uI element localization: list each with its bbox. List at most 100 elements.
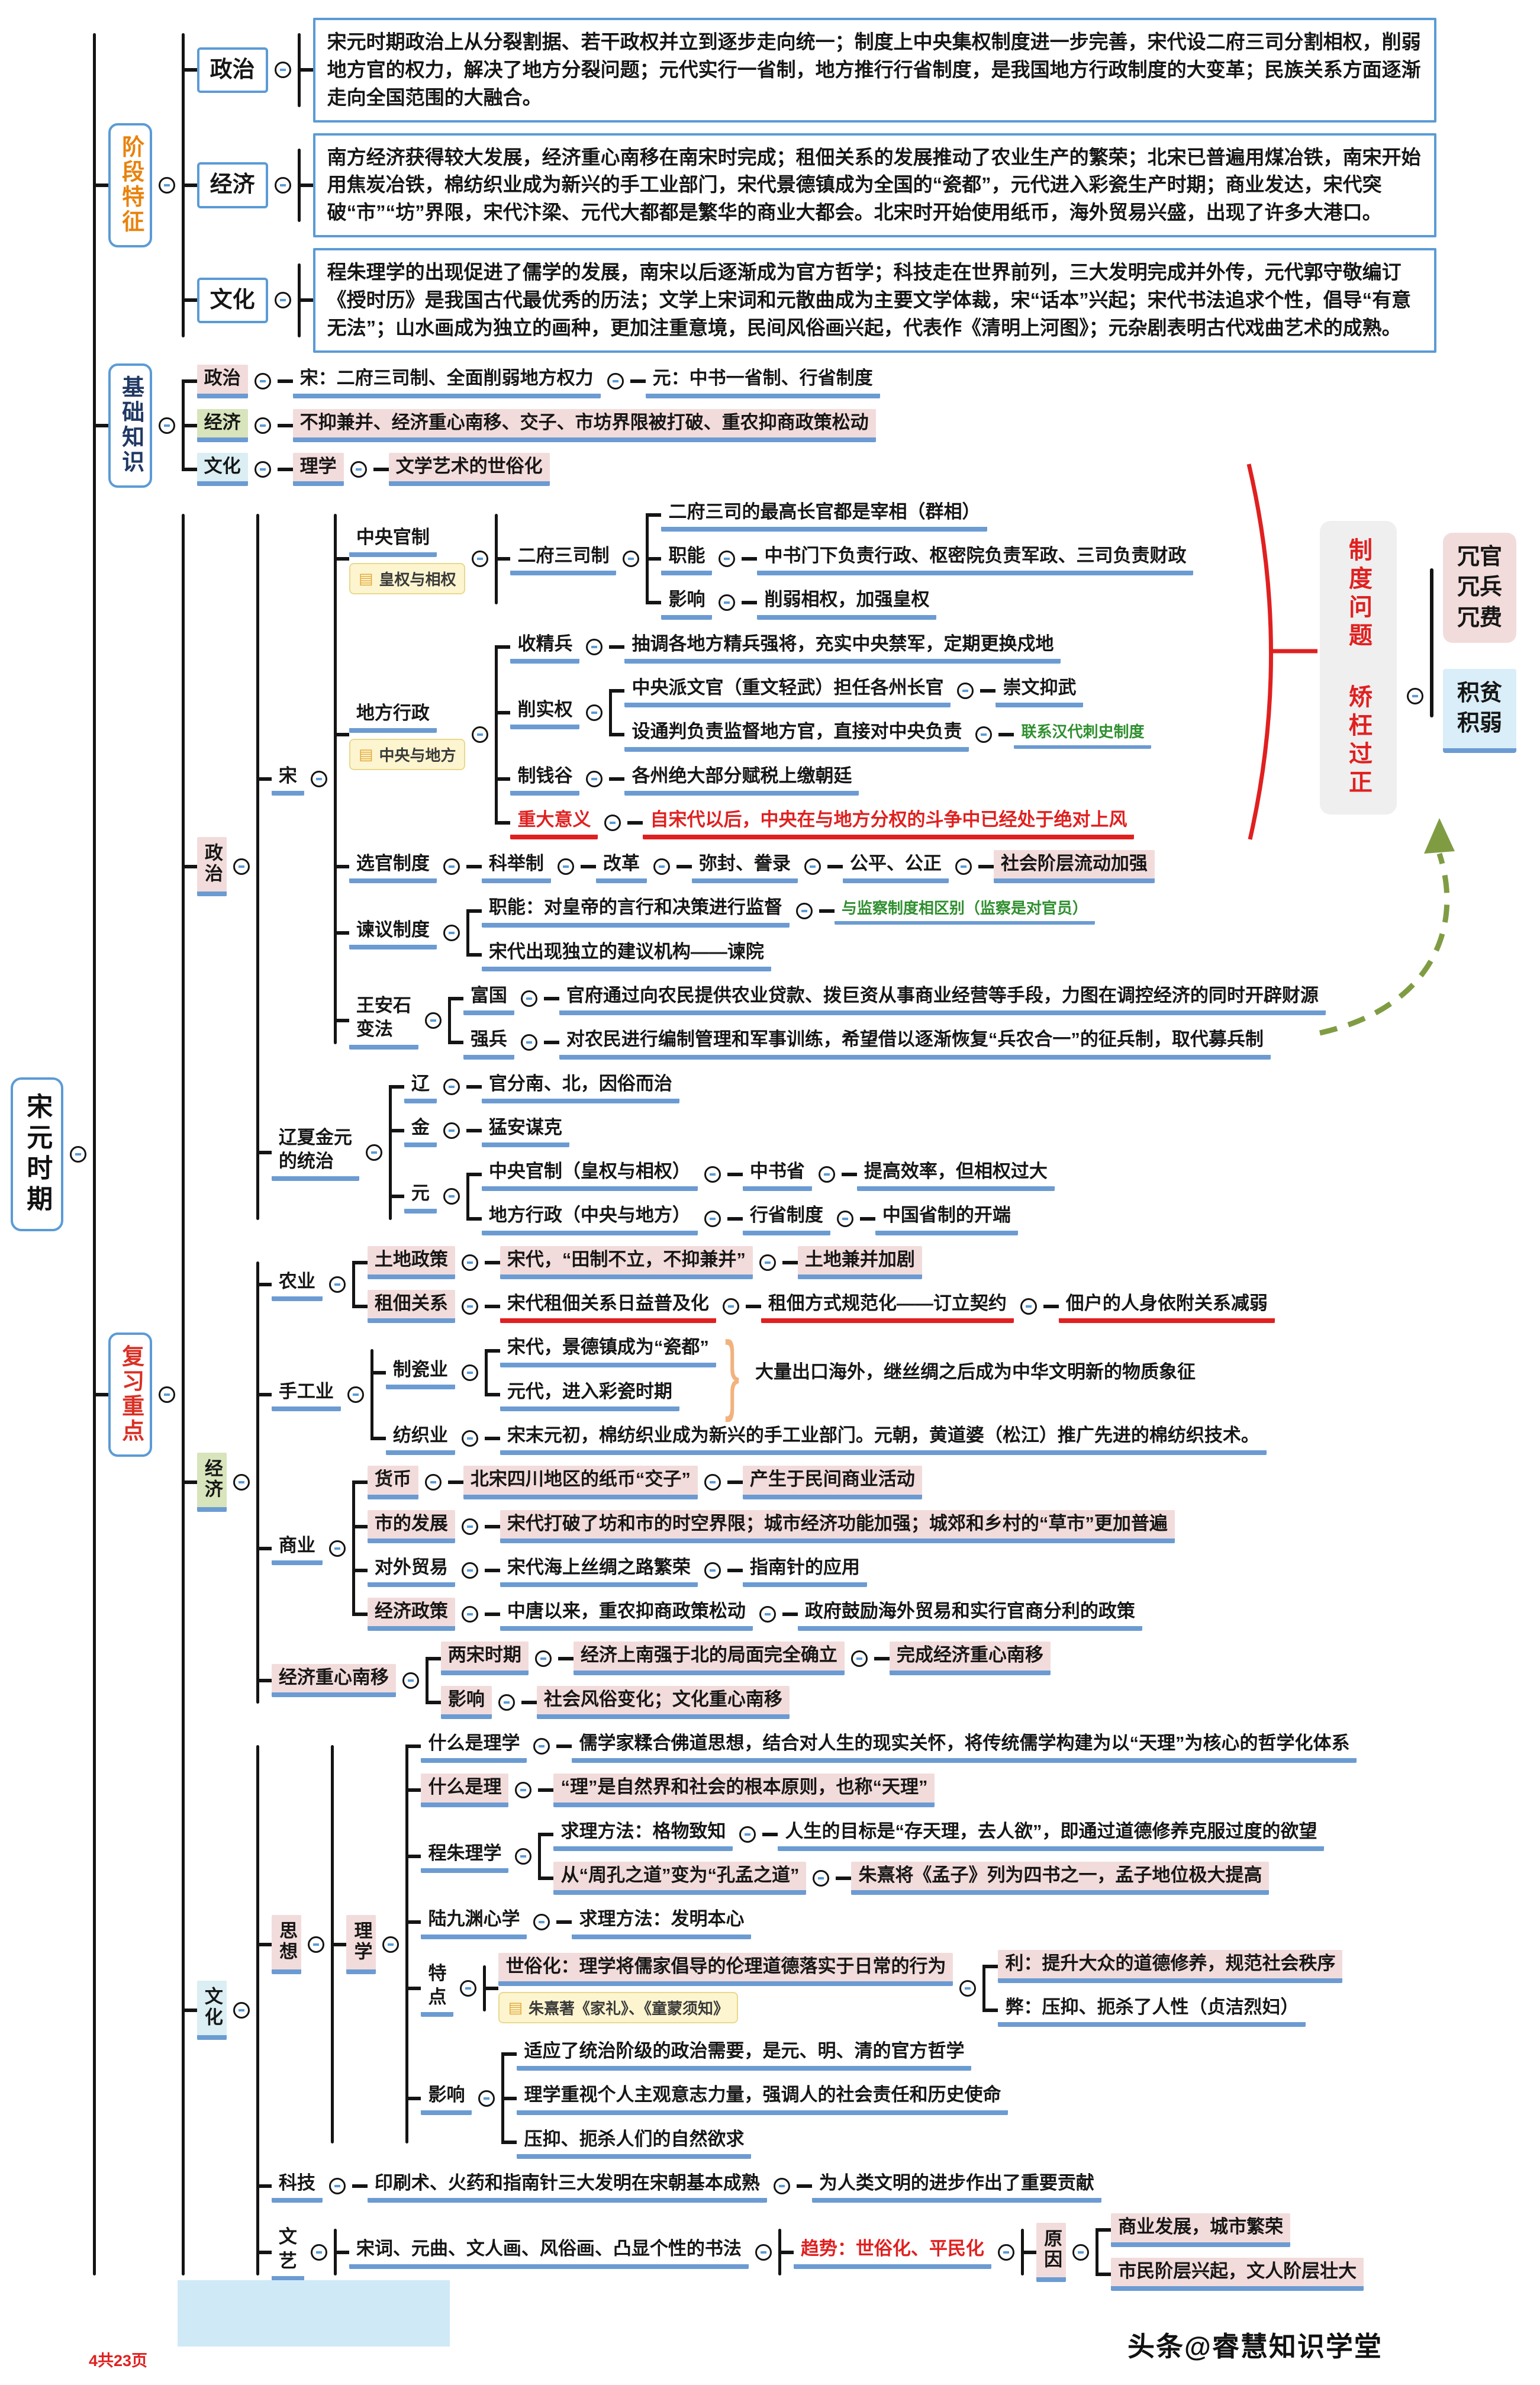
collapse-icon[interactable]: [461, 1430, 478, 1447]
collapse-icon[interactable]: [515, 1848, 532, 1865]
node[interactable]: 社会阶层流动加强: [993, 850, 1155, 884]
collapse-icon[interactable]: [813, 1870, 830, 1887]
node[interactable]: 政府鼓励海外贸易和实行官商分利的政策: [797, 1598, 1142, 1631]
node[interactable]: 什么是理学: [421, 1730, 527, 1763]
collapse-icon[interactable]: [70, 1145, 87, 1163]
collapse-icon[interactable]: [328, 1540, 346, 1557]
node[interactable]: 影响: [421, 2081, 472, 2115]
annotation-consequence-redundancy[interactable]: 冗官 冗兵 冗费: [1443, 533, 1517, 643]
collapse-icon[interactable]: [461, 1298, 478, 1315]
node[interactable]: 产生于民间商业活动: [742, 1466, 922, 1499]
node[interactable]: 职能: [661, 542, 713, 576]
node[interactable]: 地方行政（中央与地方）: [481, 1202, 698, 1235]
node[interactable]: 手工业: [271, 1378, 341, 1411]
collapse-icon[interactable]: [623, 551, 640, 568]
collapse-icon[interactable]: [233, 1474, 250, 1491]
node[interactable]: 重大意义: [510, 806, 598, 840]
node[interactable]: 原因: [1036, 2222, 1067, 2282]
collapse-icon[interactable]: [254, 373, 271, 390]
collapse-icon[interactable]: [586, 704, 603, 722]
node[interactable]: 各州绝大部分赋税上缴朝廷: [624, 762, 859, 796]
node[interactable]: 科技: [271, 2170, 323, 2203]
node[interactable]: 抽调各地方精兵强将，充实中央禁军，定期更换戍地: [624, 630, 1061, 664]
node[interactable]: 压抑、扼杀人们的自然欲求: [517, 2126, 752, 2159]
collapse-icon[interactable]: [328, 2178, 346, 2195]
node[interactable]: 市的发展: [367, 1509, 455, 1543]
node[interactable]: 人生的目标是“存天理，去人欲”，即通过道德修养克服过度的欲望: [778, 1818, 1325, 1851]
node[interactable]: 理学重视个人主观意志力量，强调人的社会责任和历史使命: [517, 2081, 1009, 2115]
node[interactable]: 文学艺术的世俗化: [388, 452, 550, 487]
collapse-icon[interactable]: [719, 551, 736, 568]
node[interactable]: 削弱相权，加强皇权: [757, 586, 937, 620]
node[interactable]: 求理方法：格物致知: [553, 1818, 733, 1851]
collapse-icon[interactable]: [461, 1254, 478, 1271]
annotation-problem-box[interactable]: 制度问题 矫枉过正: [1320, 521, 1397, 815]
collapse-icon[interactable]: [402, 1672, 419, 1689]
node[interactable]: 影响: [661, 586, 713, 620]
node[interactable]: 富国: [463, 982, 514, 1016]
node[interactable]: 自宋代以后，中央在与地方分权的斗争中已经处于绝对上风: [643, 806, 1135, 840]
collapse-icon[interactable]: [586, 770, 603, 787]
node[interactable]: 货币: [367, 1466, 418, 1499]
collapse-icon[interactable]: [274, 176, 291, 194]
node[interactable]: 儒学家糅合佛道思想，结合对人生的现实关怀，将传统儒学构建为以“天理”为核心的哲学…: [572, 1730, 1357, 1763]
node[interactable]: 商业: [271, 1532, 323, 1565]
branch-review-focus[interactable]: 复习重点: [108, 1332, 152, 1457]
collapse-icon[interactable]: [533, 1738, 550, 1755]
node[interactable]: 制瓷业: [385, 1356, 455, 1389]
node[interactable]: 官分南、北，因俗而治: [481, 1070, 679, 1103]
node[interactable]: 提高效率，但相权过大: [856, 1158, 1055, 1192]
node[interactable]: 改革: [595, 850, 647, 884]
collapse-icon[interactable]: [443, 1078, 460, 1095]
collapse-icon[interactable]: [347, 1386, 364, 1403]
node[interactable]: 经济政策: [367, 1598, 455, 1631]
root-topic[interactable]: 宋元时期: [11, 1077, 64, 1231]
collapse-icon[interactable]: [759, 1254, 776, 1271]
node[interactable]: 元：中书一省制、行省制度: [645, 365, 880, 398]
collapse-icon[interactable]: [233, 858, 250, 876]
collapse-icon[interactable]: [515, 1782, 532, 1799]
collapse-icon[interactable]: [975, 726, 993, 743]
node[interactable]: 中央官制: [349, 524, 437, 557]
node[interactable]: 二府三司制: [510, 542, 617, 576]
node[interactable]: 纺织业: [385, 1422, 455, 1456]
node[interactable]: 王安石 变法: [349, 992, 418, 1050]
node[interactable]: 元代，进入彩瓷时期: [500, 1378, 679, 1411]
node[interactable]: 商业发展，城市繁荣: [1111, 2213, 1291, 2247]
node[interactable]: 二府三司的最高长官都是宰相（群相）: [661, 498, 988, 532]
collapse-icon[interactable]: [382, 1936, 400, 1953]
collapse-icon[interactable]: [254, 417, 271, 434]
node[interactable]: 科举制: [481, 850, 551, 884]
node[interactable]: 佃户的人身依附关系减弱: [1058, 1290, 1275, 1324]
node[interactable]: 辽夏金元 的统治: [271, 1124, 359, 1182]
node[interactable]: 利：提升大众的道德修养，规范社会秩序: [998, 1949, 1343, 1983]
node[interactable]: 宋：二府三司制、全面削弱地方权力: [292, 365, 601, 398]
stage-politics[interactable]: 政治: [196, 47, 268, 93]
collapse-icon[interactable]: [310, 770, 327, 787]
collapse-icon[interactable]: [818, 1166, 835, 1183]
collapse-icon[interactable]: [955, 858, 972, 876]
node[interactable]: 削实权: [510, 696, 580, 730]
node[interactable]: 社会风俗变化；文化重心南移: [536, 1685, 790, 1720]
node[interactable]: 土地兼并加剧: [797, 1245, 922, 1280]
node[interactable]: 对外贸易: [367, 1554, 455, 1588]
collapse-icon[interactable]: [274, 292, 291, 309]
collapse-icon[interactable]: [759, 1606, 776, 1623]
node[interactable]: 联系汉代刺史制度: [1014, 720, 1152, 749]
collapse-icon[interactable]: [1072, 2244, 1090, 2261]
collapse-icon[interactable]: [722, 1298, 739, 1315]
node[interactable]: 猛安谋克: [481, 1114, 569, 1148]
node[interactable]: 文 艺: [271, 2223, 304, 2281]
collapse-icon[interactable]: [719, 594, 736, 611]
node[interactable]: 趋势：世俗化、平民化: [793, 2235, 991, 2269]
collapse-icon[interactable]: [424, 1474, 442, 1491]
collapse-icon[interactable]: [704, 1210, 721, 1227]
node[interactable]: 宋词、元曲、文人画、风俗画、凸显个性的书法: [349, 2235, 749, 2269]
node[interactable]: 中央派文官（重文轻武）担任各州长官: [624, 674, 951, 708]
note-badge[interactable]: ▤皇权与相权: [349, 562, 466, 594]
collapse-icon[interactable]: [443, 858, 460, 876]
node[interactable]: 官府通过向农民提供农业贷款、拨巨资从事商业经营等手段，力图在调控经济的同时开辟财…: [559, 982, 1326, 1016]
node[interactable]: 中央官制（皇权与相权）: [481, 1158, 698, 1192]
node[interactable]: 市民阶层兴起，文人阶层壮大: [1111, 2257, 1364, 2291]
collapse-icon[interactable]: [755, 2244, 772, 2261]
